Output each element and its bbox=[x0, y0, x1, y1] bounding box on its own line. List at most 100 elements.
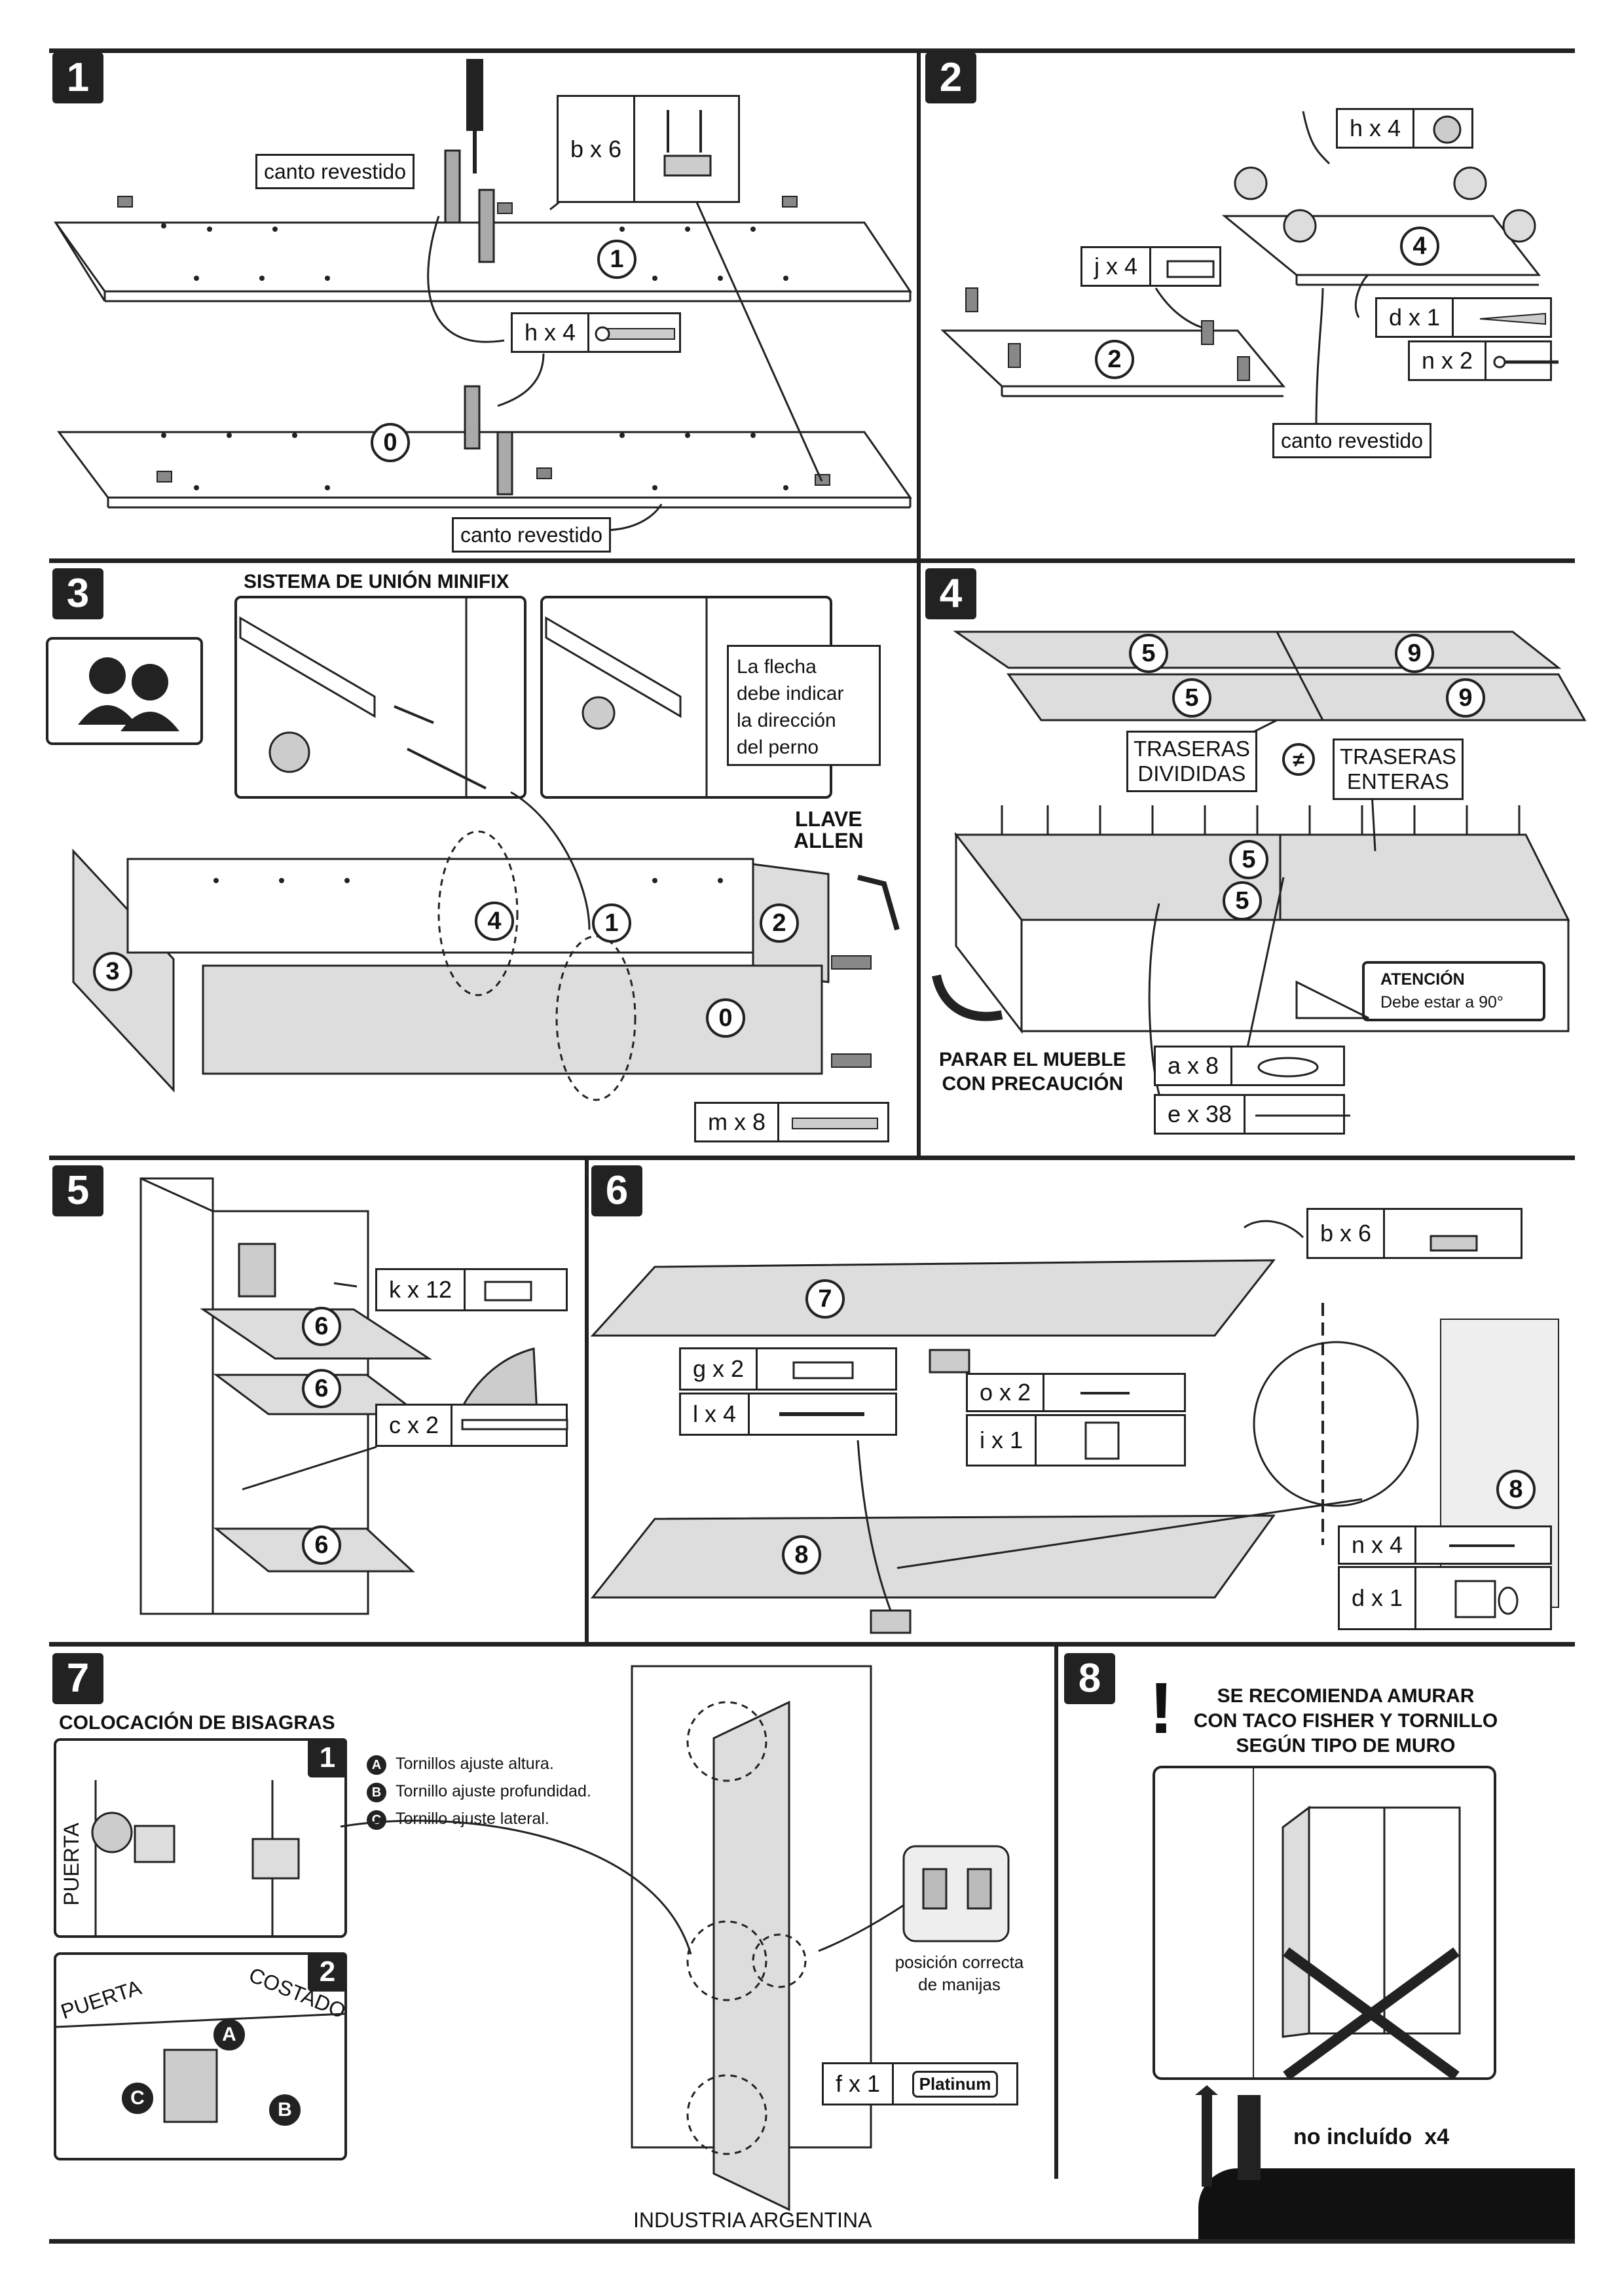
part-5-b: 5 bbox=[1172, 678, 1211, 718]
sub-step-1: 1 bbox=[308, 1738, 347, 1777]
row2-rule bbox=[49, 1156, 1575, 1160]
edge-label-step1-top: canto revestido bbox=[255, 154, 415, 189]
shelf-support-icon bbox=[466, 1270, 566, 1309]
wall-fix-note: SE RECOMIENDA AMURAR CON TACO FISHER Y T… bbox=[1175, 1684, 1516, 1758]
two-people-icon bbox=[78, 657, 179, 731]
hinge-plate6-icon bbox=[1385, 1210, 1521, 1257]
part-2-label: 2 bbox=[1095, 340, 1134, 379]
qty-n6-label: n x 4 bbox=[1340, 1527, 1417, 1563]
cam-bolt-icon bbox=[589, 314, 679, 351]
qty-m-label: m x 8 bbox=[696, 1104, 780, 1140]
qty-b-step1: b x 6 bbox=[557, 95, 740, 203]
part-8-detail-label: 8 bbox=[1496, 1470, 1536, 1509]
part-8-label: 8 bbox=[782, 1535, 821, 1575]
arrow-note: La flecha debe indicar la dirección del … bbox=[727, 645, 881, 766]
qty-k-step5: k x 12 bbox=[375, 1268, 568, 1311]
not-included-label: no incluído x4 bbox=[1293, 2124, 1450, 2149]
part-6-b: 6 bbox=[302, 1369, 341, 1408]
caution-line-2: CON PRECAUCIÓN bbox=[942, 1073, 1124, 1095]
arrow-note-line-1: La flecha bbox=[737, 656, 817, 678]
cam-lock-icon bbox=[1414, 110, 1471, 147]
step-badge-3: 3 bbox=[52, 568, 103, 619]
edge-label-step2: canto revestido bbox=[1272, 423, 1432, 458]
lock-icon bbox=[1416, 1568, 1550, 1628]
wall-fix-panel bbox=[1153, 1766, 1496, 2080]
attention-title: ATENCIÓN bbox=[1380, 970, 1465, 989]
top-rule bbox=[49, 48, 1575, 53]
latch-icon bbox=[1454, 299, 1550, 336]
part-6-a: 6 bbox=[302, 1307, 341, 1346]
qty-e-step4: e x 38 bbox=[1154, 1094, 1351, 1135]
step-badge-1: 1 bbox=[52, 52, 103, 103]
legend-a-key: A bbox=[367, 1755, 386, 1775]
part-9-b: 9 bbox=[1446, 678, 1485, 718]
legend-c: C Tornillo ajuste lateral. bbox=[367, 1805, 591, 1832]
sub-step-2: 2 bbox=[308, 1952, 347, 1992]
corner-block bbox=[1198, 2168, 1575, 2239]
bottom-rule bbox=[49, 2239, 1575, 2244]
caution-line-1: PARAR EL MUEBLE bbox=[939, 1049, 1126, 1070]
whole-line-2: ENTERAS bbox=[1347, 769, 1449, 793]
screwdriver bbox=[466, 59, 483, 131]
part-5-c: 5 bbox=[1229, 840, 1268, 879]
carcass-front bbox=[1020, 919, 1570, 1032]
dowel-screw-icon bbox=[779, 1104, 887, 1140]
minifix-panel-2 bbox=[540, 596, 832, 799]
team-icon-box bbox=[46, 637, 203, 745]
qty-d-label: d x 1 bbox=[1377, 299, 1454, 336]
wall-fix-line-2: CON TACO FISHER Y TORNILLO bbox=[1193, 1710, 1498, 1732]
arrow-note-line-2: debe indicar bbox=[737, 683, 844, 704]
exclamation-icon: ! bbox=[1149, 1668, 1173, 1749]
part-1-step3-label: 1 bbox=[592, 903, 631, 943]
wall-fix-line-3: SEGÚN TIPO DE MURO bbox=[1236, 1735, 1456, 1757]
not-equal-sign: ≠ bbox=[1282, 743, 1315, 776]
row1-rule bbox=[49, 558, 1575, 563]
minifix-title: SISTEMA DE UNIÓN MINIFIX bbox=[244, 571, 509, 592]
whole-backs-label: TRASERAS ENTERAS bbox=[1333, 738, 1464, 800]
qty-l-step6: l x 4 bbox=[679, 1393, 897, 1436]
qty-g-step6: g x 2 bbox=[679, 1347, 897, 1391]
part-9-a: 9 bbox=[1395, 634, 1434, 673]
qty-k-label: k x 12 bbox=[377, 1270, 466, 1309]
legend-c-key: C bbox=[367, 1810, 386, 1830]
wardrobe-door bbox=[712, 1700, 790, 2212]
panel-7 bbox=[590, 1259, 1276, 1337]
qty-e-label: e x 38 bbox=[1156, 1096, 1246, 1133]
step-badge-2: 2 bbox=[925, 52, 976, 103]
legend-c-text: Tornillo ajuste lateral. bbox=[396, 1810, 549, 1828]
key-b-marker: B bbox=[269, 2094, 301, 2126]
qty-n-step2: n x 2 bbox=[1408, 340, 1559, 381]
strike-plate-icon bbox=[1037, 1416, 1184, 1465]
qty-h-step2: h x 4 bbox=[1336, 108, 1473, 149]
part-0-label: 0 bbox=[371, 423, 410, 462]
qty-l-label: l x 4 bbox=[681, 1394, 750, 1434]
split-backs-label: TRASERAS DIVIDIDAS bbox=[1126, 731, 1257, 792]
col-divider-3 bbox=[1054, 1642, 1058, 2179]
split-line-2: DIVIDIDAS bbox=[1137, 761, 1246, 786]
handle-position-label: posición correcta de manijas bbox=[881, 1951, 1038, 1995]
brand-logo-text: Platinum bbox=[912, 2070, 999, 2098]
part-3-label: 3 bbox=[93, 952, 132, 991]
whole-line-1: TRASERAS bbox=[1340, 744, 1456, 769]
key-a-marker: A bbox=[213, 2019, 245, 2050]
handle-line-2: de manijas bbox=[918, 1975, 1001, 1994]
qty-d6-label: d x 1 bbox=[1340, 1568, 1417, 1628]
row3-rule bbox=[49, 1642, 1575, 1647]
nail-icon bbox=[1246, 1096, 1351, 1133]
legend-b-key: B bbox=[367, 1783, 386, 1802]
qty-b6-label: b x 6 bbox=[1308, 1210, 1386, 1257]
qty-i-label: i x 1 bbox=[968, 1416, 1037, 1465]
qty-d-step2: d x 1 bbox=[1375, 297, 1552, 338]
step-badge-8: 8 bbox=[1064, 1653, 1115, 1704]
screw6-icon bbox=[1416, 1527, 1550, 1563]
footer-origin: INDUSTRIA ARGENTINA bbox=[633, 2208, 872, 2232]
handle-line-1: posición correcta bbox=[895, 1952, 1024, 1972]
